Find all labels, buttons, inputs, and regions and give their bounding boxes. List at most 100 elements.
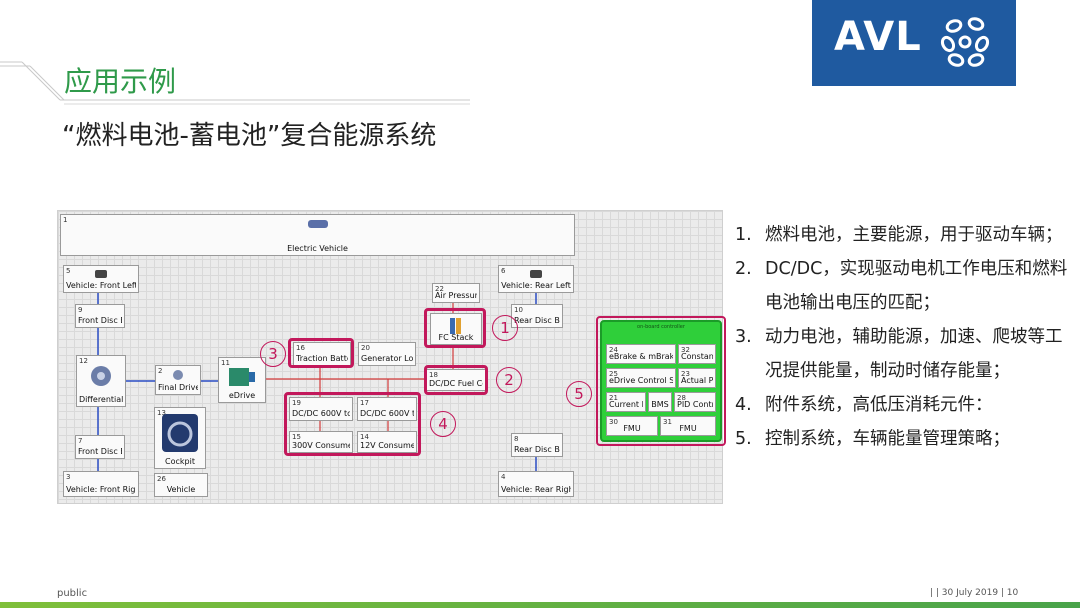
- block-number: 14: [360, 433, 369, 441]
- block-label: Front Disc Bra: [78, 316, 122, 325]
- block-dcdc-600v-12v[interactable]: 17 DC/DC 600V to 1: [357, 397, 417, 421]
- block-label: BMS: [651, 400, 669, 409]
- wheel-icon: [95, 270, 107, 278]
- block-number: 17: [360, 399, 369, 407]
- block-generator-load[interactable]: 20 Generator Load: [358, 342, 416, 366]
- block-vehicle-front-right[interactable]: 3 Vehicle: Front Right: [63, 471, 139, 497]
- block-cockpit[interactable]: 13 Cockpit: [154, 407, 206, 469]
- block-label: Vehicle: [166, 485, 196, 494]
- block-label: FMU: [679, 424, 697, 433]
- block-label: DC/DC Fuel Cell: [429, 379, 483, 388]
- block-air-pressure[interactable]: 22 Air Pressur: [432, 283, 480, 303]
- block-number: 32: [681, 346, 690, 354]
- ctrl-pid-control[interactable]: 28 PID Contro: [674, 392, 716, 412]
- block-label: Differential: [79, 395, 123, 404]
- block-number: 22: [435, 285, 444, 293]
- block-number: 12: [79, 357, 88, 365]
- block-number: 8: [514, 435, 519, 443]
- ctrl-current-lim[interactable]: 21 Current Lim: [606, 392, 646, 412]
- block-12v-consumers[interactable]: 14 12V Consumers: [357, 431, 417, 453]
- block-label: eBrake & mBrake U: [609, 352, 673, 361]
- block-label: Constants: [681, 352, 713, 361]
- ctrl-constants[interactable]: 32 Constants: [678, 344, 716, 364]
- list-item: 2.DC/DC，实现驱动电机工作电压和燃料电池输出电压的匹配；: [735, 252, 1075, 320]
- block-dcdc-600v-300v[interactable]: 19 DC/DC 600V to 3(: [289, 397, 353, 421]
- block-number: 15: [292, 433, 301, 441]
- block-label: Final Drive: [158, 383, 198, 392]
- block-number: 5: [66, 267, 71, 275]
- block-number: 2: [158, 367, 163, 375]
- onboard-controller[interactable]: on-board controller 24 eBrake & mBrake U…: [600, 320, 722, 442]
- block-electric-vehicle[interactable]: 1 Electric Vehicle: [60, 214, 575, 256]
- block-label: Rear Disc Bra: [514, 316, 560, 325]
- highlight-fc-stack: [424, 308, 486, 348]
- list-number: 2.: [735, 259, 752, 279]
- block-number: 30: [609, 418, 618, 426]
- ctrl-edrive-control[interactable]: 25 eDrive Control Syst: [606, 368, 676, 388]
- marker-5: 5: [566, 381, 592, 407]
- block-dcdc-fuel-cell[interactable]: 18 DC/DC Fuel Cell: [426, 369, 486, 391]
- block-final-drive[interactable]: 2 Final Drive: [155, 365, 201, 395]
- block-number: 25: [609, 370, 618, 378]
- motor-icon: [229, 368, 255, 386]
- block-number: 13: [157, 409, 166, 417]
- controller-header: on-board controller: [637, 324, 685, 330]
- block-label: Current Lim: [609, 400, 643, 409]
- footer-classification: public: [57, 588, 88, 599]
- block-label: Front Disc Bra: [78, 447, 122, 456]
- block-number: 24: [609, 346, 618, 354]
- block-differential[interactable]: 12 Differential: [76, 355, 126, 407]
- block-front-disc-brake-1[interactable]: 9 Front Disc Bra: [75, 304, 125, 328]
- ctrl-actual-pr[interactable]: 23 Actual PR: [678, 368, 716, 388]
- wheel-icon: [530, 270, 542, 278]
- block-rear-disc-brake-2[interactable]: 8 Rear Disc Bra: [511, 433, 563, 457]
- block-label: eDrive Control Syst: [609, 376, 673, 385]
- car-icon: [307, 220, 328, 228]
- block-vehicle[interactable]: 26 Vehicle: [154, 473, 208, 497]
- ctrl-bms[interactable]: BMS: [648, 392, 672, 412]
- list-text: 动力电池，辅助能源，加速、爬坡等工况提供能量，制动时储存能量；: [765, 327, 1063, 381]
- list-text: 控制系统，车辆能量管理策略；: [765, 429, 1010, 449]
- ctrl-fmu-2[interactable]: 31 FMU: [660, 416, 716, 436]
- block-label: Vehicle: Rear Right: [501, 485, 571, 494]
- footer-meta: | | 30 July 2019 | 10: [930, 588, 1019, 598]
- block-vehicle-front-left[interactable]: 5 Vehicle: Front Left: [63, 265, 139, 293]
- block-number: 6: [501, 267, 506, 275]
- block-label: 300V Consumers: [292, 441, 350, 450]
- block-rear-disc-brake-1[interactable]: 10 Rear Disc Bra: [511, 304, 563, 328]
- ctrl-ebrake[interactable]: 24 eBrake & mBrake U: [606, 344, 676, 364]
- list-number: 1.: [735, 225, 752, 245]
- list-number: 5.: [735, 429, 752, 449]
- marker-1: 1: [492, 315, 518, 341]
- block-number: 7: [78, 437, 83, 445]
- marker-3: 3: [260, 341, 286, 367]
- gear-icon: [173, 370, 183, 380]
- highlight-traction-battery: [288, 338, 354, 368]
- block-fc-stack[interactable]: FC Stack: [430, 313, 482, 345]
- block-number: 16: [296, 344, 305, 352]
- block-300v-consumers[interactable]: 15 300V Consumers: [289, 431, 353, 453]
- block-label: Air Pressur: [435, 291, 477, 300]
- block-label: eDrive: [228, 391, 256, 400]
- ctrl-fmu-1[interactable]: 30 FMU: [606, 416, 658, 436]
- block-number: 11: [221, 359, 230, 367]
- block-vehicle-rear-left[interactable]: 6 Vehicle: Rear Left: [498, 265, 574, 293]
- block-number: 4: [501, 473, 506, 481]
- block-label: FC Stack: [438, 333, 474, 342]
- page-subtitle: “燃料电池-蓄电池”复合能源系统: [62, 121, 437, 151]
- list-item: 4.附件系统，高低压消耗元件：: [735, 388, 1075, 422]
- list-number: 4.: [735, 395, 752, 415]
- page-title: 应用示例: [64, 65, 177, 98]
- steering-wheel-icon: [162, 414, 198, 452]
- block-label: 12V Consumers: [360, 441, 414, 450]
- list-item: 3.动力电池，辅助能源，加速、爬坡等工况提供能量，制动时储存能量；: [735, 320, 1075, 388]
- fuel-cell-icon: [450, 318, 461, 334]
- block-edrive[interactable]: 11 eDrive: [218, 357, 266, 403]
- block-vehicle-rear-right[interactable]: 4 Vehicle: Rear Right: [498, 471, 574, 497]
- block-front-disc-brake-2[interactable]: 7 Front Disc Bra: [75, 435, 125, 459]
- block-label: Vehicle: Front Right: [66, 485, 136, 494]
- block-traction-battery[interactable]: 16 Traction Battery: [293, 342, 351, 366]
- block-number: 23: [681, 370, 690, 378]
- connection-lines: [97, 293, 537, 471]
- block-label: Traction Battery: [296, 354, 348, 363]
